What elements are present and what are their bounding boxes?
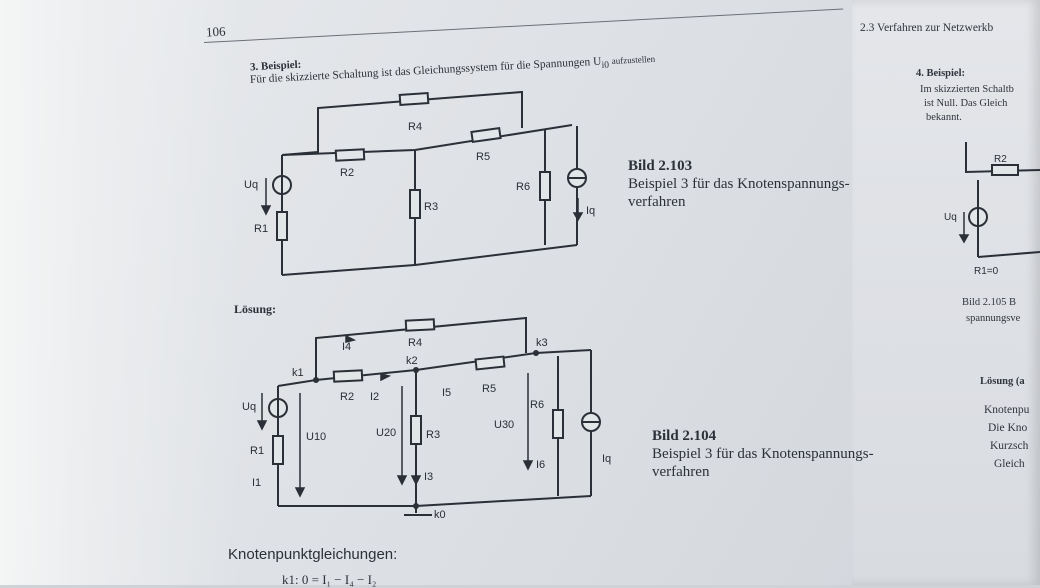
label-iq: Iq [586,205,595,217]
label3-r1: R1=0 [974,266,999,277]
label2-uq: Uq [242,401,256,413]
label2-r5: R5 [482,383,496,395]
label-r3: R3 [424,201,438,213]
r3-resistor-2 [410,415,422,445]
right-section-header: 2.3 Verfahren zur Netzwerkb [860,22,994,34]
right-solution-heading: Lösung (a [980,376,1025,387]
r2-resistor [334,148,366,162]
label-i4: I4 [342,341,351,353]
label-uq: Uq [244,179,258,191]
circuit-figure-1: R4 R2 R5 R6 R3 R1 Uq Iq [244,90,595,276]
label3-r2: R2 [994,154,1007,165]
r5-resistor-2 [474,355,506,371]
r2-resistor-2 [332,369,364,383]
right-sol-line4: Gleich [994,458,1025,470]
figure2-caption: Bild 2.104 Beispiel 3 für das Knotenspan… [652,428,874,480]
label2-r6: R6 [530,399,544,411]
page-number: 106 [205,23,226,40]
label-r6: R6 [516,181,530,193]
label-r5: R5 [476,151,490,163]
r4-resistor [398,91,430,107]
label-r2: R2 [340,167,354,179]
circuit-figure-2: R4 I4 k1 k2 k3 R2 I2 I5 R5 R6 Uq R1 I1 U… [242,316,611,521]
r6-resistor [539,171,551,201]
r3-resistor [409,189,421,219]
r4-resistor-2 [404,318,436,332]
label-i1: I1 [252,477,261,489]
right-line2: ist Null. Das Gleich [924,98,1008,109]
right-line1: Im skizzierten Schaltb [920,84,1014,95]
right-sol-line1: Knotenpu [984,404,1030,416]
page-gutter-shadow [0,0,240,585]
equations-heading: Knotenpunktgleichungen: [228,546,398,563]
label-u30: U30 [494,419,514,431]
right-sol-line2: Die Kno [988,422,1028,434]
figure1-caption: Bild 2.103 Beispiel 3 für das Knotenspan… [628,158,850,210]
label-k3: k3 [536,337,548,349]
label-u10: U10 [306,431,326,443]
k1-equation: k1: 0 = I₁ − I₄ − I₂ [282,572,377,587]
right-sol-line3: Kurzsch [990,440,1029,452]
label-r1: R1 [254,223,268,235]
circuit-figure-3: R2 Uq R1=0 [944,142,1040,277]
label2-r1: R1 [250,445,264,457]
r6-resistor-2 [552,409,564,439]
label-u20: U20 [376,427,396,439]
solution-heading: Lösung: [234,302,277,316]
r1-resistor-2 [272,435,284,465]
right-line3: bekannt. [926,112,962,123]
r1-resistor [276,211,288,241]
label-i3: I3 [424,471,433,483]
r5-resistor [470,126,502,144]
label3-uq: Uq [944,212,957,223]
label2-r2: R2 [340,391,354,403]
label2-r3: R3 [426,429,440,441]
label-k1: k1 [292,367,304,379]
label-i5: I5 [442,387,451,399]
right-page [852,0,1040,585]
label-k2: k2 [406,355,418,367]
label-k0: k0 [434,509,446,521]
label-i6: I6 [536,459,545,471]
right-caption-line2: spannungsve [966,313,1021,324]
right-example-heading: 4. Beispiel: [916,68,965,79]
label-r4: R4 [408,121,422,133]
label2-iq: Iq [602,453,611,465]
label2-r4: R4 [408,337,422,349]
right-figure-caption: Bild 2.105 B [962,297,1016,308]
r2-resistor-3 [991,164,1019,176]
label-i2: I2 [370,391,379,403]
